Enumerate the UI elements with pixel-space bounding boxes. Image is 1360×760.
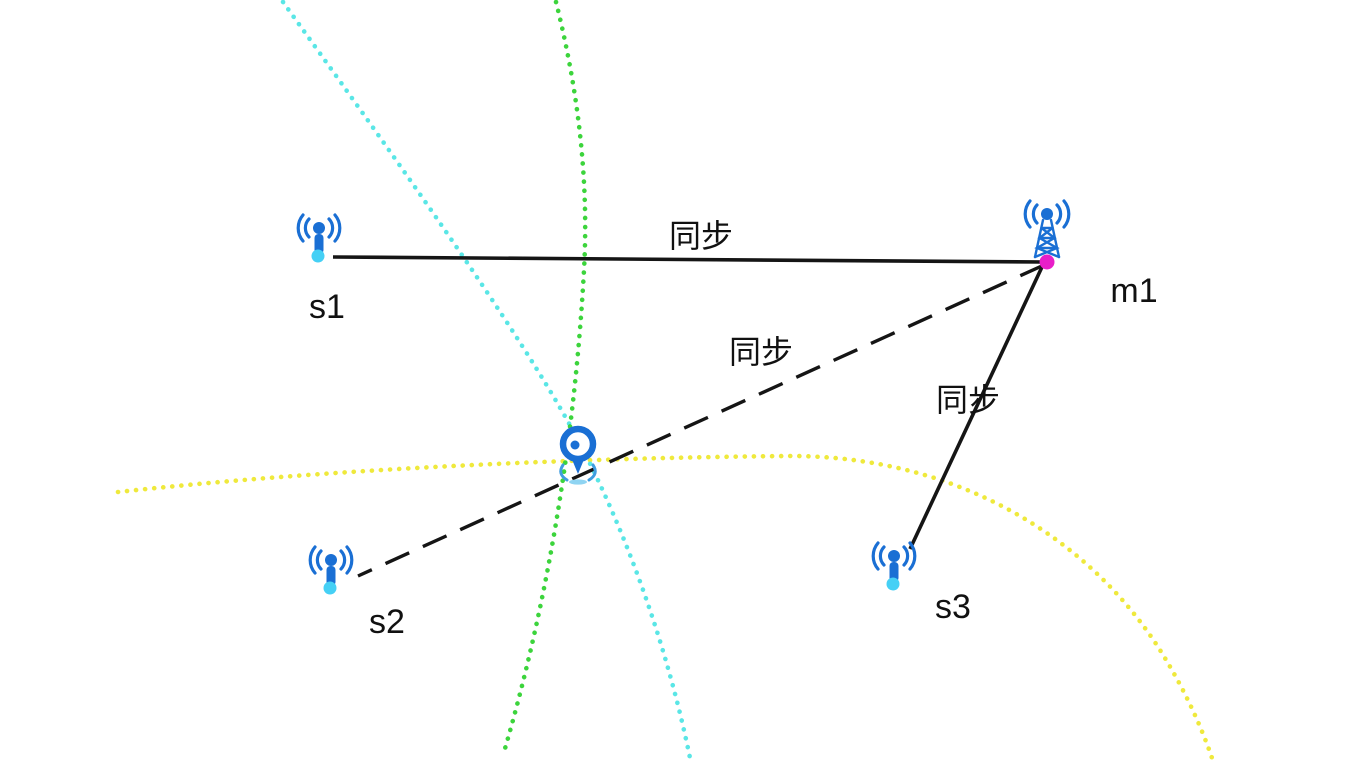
wifi-station-icon-s1 bbox=[296, 213, 342, 263]
location-pin-icon bbox=[559, 425, 597, 485]
wifi-base-dot bbox=[886, 577, 900, 591]
node-label-s2: s2 bbox=[369, 603, 405, 641]
link-label-m1-s3: 同步 bbox=[936, 382, 1000, 418]
link-label-s1-m1: 同步 bbox=[669, 218, 733, 254]
link-label-m1-s2: 同步 bbox=[729, 334, 793, 370]
hyperbola-yellow bbox=[115, 453, 1215, 760]
wifi-station-icon-s3 bbox=[871, 541, 917, 591]
node-label-m1: m1 bbox=[1110, 272, 1157, 310]
tower-base-dot bbox=[1039, 254, 1055, 270]
hyperbola-green bbox=[501, 0, 588, 755]
wifi-base-dot bbox=[323, 581, 337, 595]
wifi-station-icon-s2 bbox=[308, 545, 354, 595]
node-label-s3: s3 bbox=[935, 588, 971, 626]
wifi-base-dot bbox=[311, 249, 325, 263]
base-station-tower-icon-m1 bbox=[1023, 199, 1071, 270]
link-m1-s2 bbox=[357, 263, 1045, 578]
link-m1-s3 bbox=[908, 266, 1044, 550]
link-s1-m1 bbox=[332, 255, 1045, 264]
hyperbola-cyan bbox=[280, 0, 693, 760]
node-label-s1: s1 bbox=[309, 288, 345, 326]
